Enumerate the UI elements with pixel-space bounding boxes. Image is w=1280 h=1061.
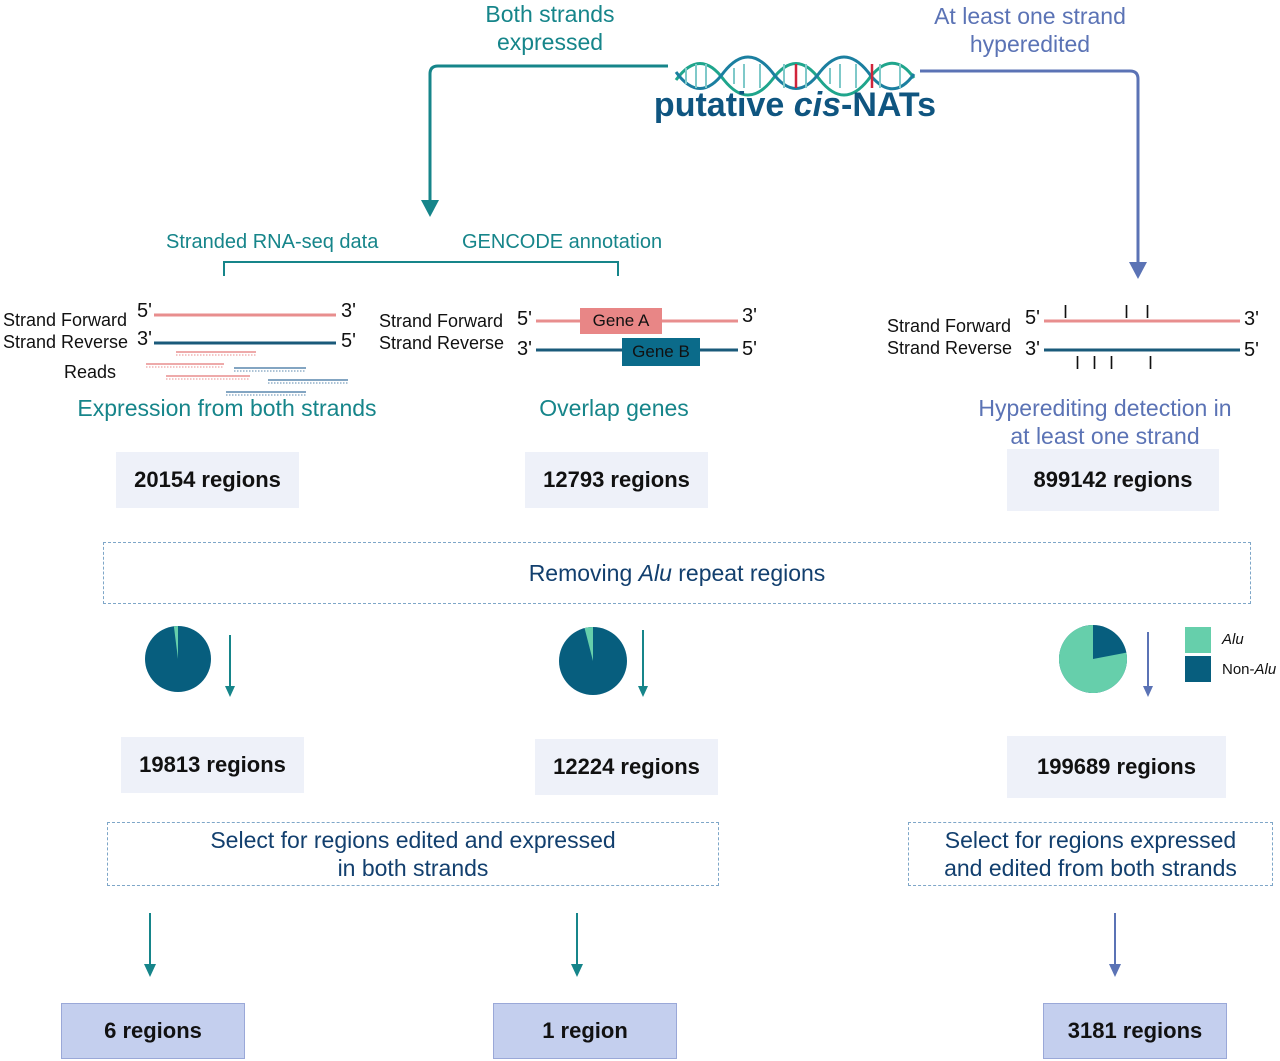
p3-forward-label: Strand Forward [887, 316, 1012, 336]
p1-forward-label: Strand Forward [3, 310, 128, 330]
left-branch-line-1: Both strands [485, 1, 615, 27]
p3-fwd-three: 3' [1244, 308, 1259, 330]
p2-reverse-label: Strand Reverse [379, 333, 505, 353]
p3-fwd-five: 5' [1025, 307, 1040, 329]
p1-rev-five: 5' [341, 330, 356, 352]
legend-alu-swatch [1185, 627, 1211, 653]
legend-non-alu-swatch [1185, 656, 1211, 682]
p3-reverse-label: Strand Reverse [887, 338, 1013, 358]
count-hyperediting-filtered: 199689 regions [1007, 736, 1226, 798]
heading-overlap: Overlap genes [539, 395, 689, 421]
right-branch-line-2: hyperedited [969, 31, 1091, 57]
right-branch-connector [920, 69, 1140, 262]
p1-fwd-five: 5' [137, 300, 152, 322]
left-branch-label: Both strands expressed [460, 0, 640, 56]
edit-mark: I [1075, 353, 1081, 373]
p2-fwd-three: 3' [742, 305, 757, 327]
down-arrows [144, 630, 1153, 977]
p2-rev-three: 3' [517, 338, 532, 360]
select-box-left: Select for regions edited and expressed … [107, 822, 719, 886]
left-branch-connector [428, 64, 668, 200]
p1-rev-three: 3' [137, 328, 152, 350]
select-left-line-1: Select for regions edited and expressed [210, 827, 616, 853]
count-expression-filtered: 19813 regions [121, 737, 304, 793]
heading-hyperediting-line-1: Hyperediting detection in [978, 395, 1232, 421]
final-count-hyperediting: 3181 regions [1043, 1003, 1227, 1059]
edit-mark: I [1148, 353, 1154, 373]
select-box-right: Select for regions expressed and edited … [908, 822, 1273, 886]
count-expression-initial: 20154 regions [116, 452, 299, 508]
heading-expression: Expression from both strands [77, 395, 377, 421]
alu-filter-box: Removing Alu repeat regions [103, 542, 1251, 604]
pie-slice-alu [1059, 625, 1128, 694]
select-right-line-2: and edited from both strands [944, 855, 1237, 881]
p1-fwd-three: 3' [341, 300, 356, 322]
gene-b-box: Gene B [622, 338, 700, 366]
heading-hyperediting-line-2: at least one strand [1010, 423, 1200, 449]
p3-rev-five: 5' [1244, 339, 1259, 361]
p3-rev-three: 3' [1025, 338, 1040, 360]
edit-mark: I [1145, 302, 1151, 322]
count-hyperediting-initial: 899142 regions [1007, 449, 1219, 511]
p1-reverse-label: Strand Reverse [3, 332, 129, 352]
edit-mark: I [1124, 302, 1130, 322]
final-count-overlap: 1 region [493, 1003, 677, 1059]
count-overlap-initial: 12793 regions [525, 452, 708, 508]
gencode-source-label: GENCODE annotation [462, 231, 663, 253]
count-overlap-filtered: 12224 regions [535, 739, 718, 795]
right-branch-label: At least one strand hyperedited [910, 2, 1150, 58]
legend-non-alu-label: Non-Alu [1222, 661, 1277, 678]
edit-mark: I [1063, 302, 1069, 322]
pie-chart-expression [145, 626, 211, 692]
select-left-line-2: in both strands [337, 855, 489, 881]
pie-chart-overlap [559, 627, 627, 695]
dna-helix-icon [674, 55, 916, 97]
reads-label: Reads [64, 362, 117, 382]
pie-slice-alu [584, 627, 593, 661]
p2-forward-label: Strand Forward [379, 311, 504, 331]
pie-chart-hyperediting [1059, 625, 1128, 694]
edit-mark: I [1109, 353, 1115, 373]
legend-alu-label: Alu [1222, 631, 1244, 648]
right-branch-arrowhead [1129, 262, 1147, 279]
p2-rev-five: 5' [742, 338, 757, 360]
alu-filter-label: Removing Alu repeat regions [528, 560, 826, 586]
final-count-expression: 6 regions [61, 1003, 245, 1059]
pie-slice-alu [173, 626, 178, 659]
right-branch-line-1: At least one strand [934, 3, 1126, 29]
rnaseq-source-label: Stranded RNA-seq data [166, 231, 379, 253]
edit-mark: I [1092, 353, 1098, 373]
heading-hyperediting: Hyperediting detection in at least one s… [950, 394, 1260, 450]
left-branch-line-2: expressed [496, 29, 604, 55]
reads-pattern [146, 351, 348, 396]
p2-fwd-five: 5' [517, 308, 532, 330]
gene-a-box: Gene A [580, 308, 662, 334]
source-bracket [223, 261, 619, 276]
select-right-line-1: Select for regions expressed [944, 827, 1237, 853]
left-branch-arrowhead [421, 200, 439, 217]
page-title: putative cis-NATs [653, 86, 937, 124]
